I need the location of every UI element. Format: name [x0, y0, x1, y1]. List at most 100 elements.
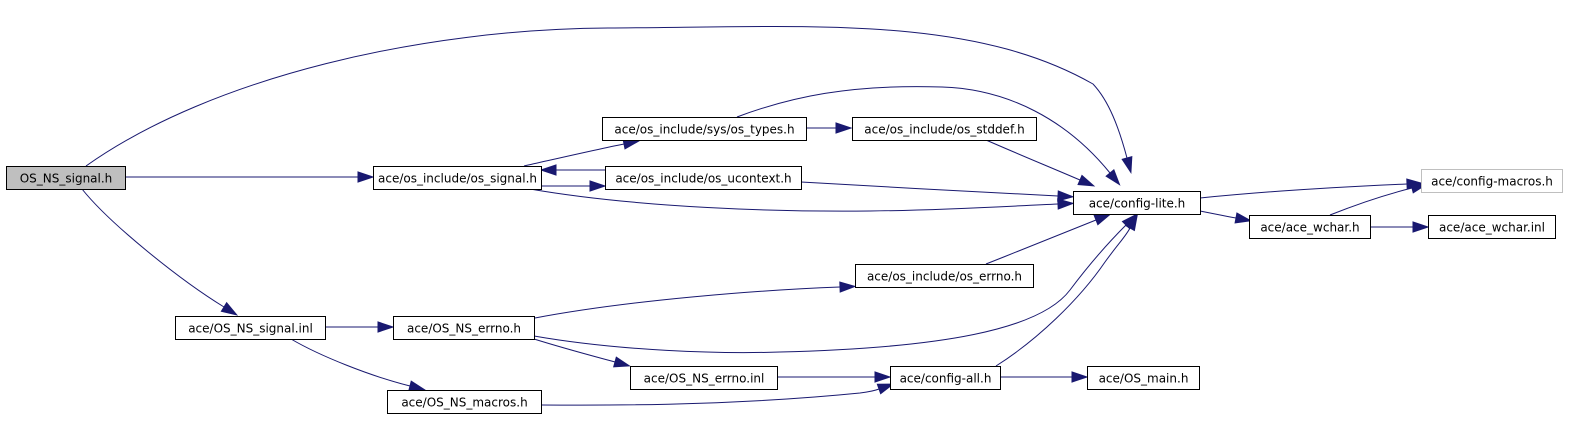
edge-line: [995, 227, 1131, 367]
edge-arrowhead: [1057, 198, 1075, 210]
edge-os_stddef_h-to-config_lite_h: [985, 139, 1096, 187]
edge-arrowhead: [1071, 371, 1089, 383]
node-box: [890, 366, 1001, 390]
edge-arrowhead: [839, 281, 857, 293]
edge-ace_wchar_h-to-config_macros_h: [1329, 182, 1429, 216]
edge-os_signal_h-to-config_lite_h: [529, 188, 1075, 212]
edge-line: [1199, 183, 1408, 199]
edge-os_signal_h-to-sys_os_types_h: [523, 138, 641, 167]
edge-ace_wchar_h-to-ace_wchar_inl: [1370, 221, 1430, 233]
node-box: [852, 117, 1037, 141]
edge-arrowhead: [377, 321, 395, 333]
edge-arrowhead: [835, 122, 853, 134]
edge-arrowhead: [1077, 174, 1096, 187]
edge-line: [540, 388, 880, 406]
edge-arrowhead: [874, 371, 892, 383]
edge-arrowhead: [1057, 190, 1075, 202]
node-ace-wchar-h[interactable]: ace/ace_wchar.h: [1249, 215, 1371, 239]
edge-os_ns_errno_inl-to-config_all_h: [777, 371, 892, 383]
edge-config_all_h-to-os_main_h: [1000, 371, 1089, 383]
node-os-stddef-h[interactable]: ace/os_include/os_stddef.h: [852, 117, 1037, 141]
edge-os_ns_signal_h-to-os_ns_signal_inl: [81, 188, 239, 316]
edge-os_ucontext_h-to-os_signal_h: [539, 164, 605, 176]
edge-arrowhead: [1234, 212, 1253, 224]
edge-os_ns_signal_h-to-config_lite_h: [85, 25, 1133, 175]
node-os-ucontext-h[interactable]: ace/os_include/os_ucontext.h: [605, 166, 802, 190]
edge-os_ns_signal_inl-to-os_ns_macros_h: [290, 338, 427, 392]
edge-arrowhead: [1121, 156, 1133, 175]
node-label: ace/config-lite.h: [1089, 197, 1186, 211]
edge-arrowhead: [1124, 213, 1139, 232]
node-box: [6, 166, 126, 190]
edge-line: [529, 188, 1059, 212]
edge-line: [1329, 187, 1413, 216]
edge-config_all_h-to-config_lite_h: [995, 213, 1139, 367]
node-os-signal-h[interactable]: ace/os_include/os_signal.h: [373, 166, 542, 190]
edge-line: [800, 181, 1059, 197]
node-box: [393, 316, 535, 340]
edge-os_signal_h-to-os_ucontext_h: [541, 180, 607, 192]
node-label: ace/ace_wchar.inl: [1439, 221, 1545, 235]
node-label: ace/OS_NS_signal.inl: [188, 322, 313, 336]
node-label: ace/os_include/sys/os_types.h: [614, 123, 794, 137]
edge-arrowhead: [408, 380, 427, 392]
node-label: ace/os_include/os_ucontext.h: [615, 172, 791, 186]
node-box: [175, 316, 326, 340]
edge-line: [85, 25, 1128, 167]
node-os-errno-h[interactable]: ace/os_include/os_errno.h: [855, 264, 1034, 288]
edge-line: [533, 224, 1127, 354]
node-box: [602, 117, 807, 141]
node-label: ace/os_include/os_signal.h: [378, 172, 537, 186]
edge-os_ucontext_h-to-config_lite_h: [800, 181, 1075, 202]
node-config-lite-h[interactable]: ace/config-lite.h: [1073, 191, 1201, 215]
node-os-ns-errno-inl[interactable]: ace/OS_NS_errno.inl: [630, 366, 778, 390]
edge-line: [736, 86, 1111, 174]
node-ace-wchar-inl[interactable]: ace/ace_wchar.inl: [1428, 215, 1556, 239]
node-label: OS_NS_signal.h: [20, 172, 113, 186]
edge-line: [523, 143, 625, 167]
graph-edges: [81, 25, 1430, 406]
node-sys-os-types-h[interactable]: ace/os_include/sys/os_types.h: [602, 117, 807, 141]
edge-sys_os_types_h-to-config_lite_h: [736, 86, 1121, 186]
node-os-ns-macros-h[interactable]: ace/OS_NS_macros.h: [387, 390, 542, 414]
node-label: ace/OS_main.h: [1099, 372, 1189, 386]
node-box: [1421, 169, 1563, 193]
edge-os_ns_signal_h-to-os_signal_h: [125, 171, 375, 183]
node-config-macros-h[interactable]: ace/config-macros.h: [1421, 169, 1563, 193]
edge-line: [534, 286, 841, 319]
node-os-ns-signal-h: OS_NS_signal.h: [6, 166, 126, 190]
node-box: [1249, 215, 1371, 239]
node-os-ns-errno-h[interactable]: ace/OS_NS_errno.h: [393, 316, 535, 340]
node-box: [630, 366, 778, 390]
node-box: [1428, 215, 1556, 239]
node-box: [1073, 191, 1201, 215]
edge-os_ns_signal_inl-to-os_ns_errno_h: [325, 321, 395, 333]
node-label: ace/config-macros.h: [1431, 175, 1553, 189]
edge-arrowhead: [876, 383, 895, 395]
node-label: ace/os_include/os_stddef.h: [864, 123, 1024, 137]
edge-line: [81, 188, 225, 308]
node-label: ace/ace_wchar.h: [1260, 221, 1359, 235]
edge-arrowhead: [613, 356, 632, 368]
node-label: ace/os_include/os_errno.h: [867, 270, 1022, 284]
node-box: [387, 390, 542, 414]
edge-line: [533, 338, 616, 363]
edge-os_ns_errno_h-to-os_ns_errno_inl: [533, 338, 632, 368]
edge-config_lite_h-to-config_macros_h: [1199, 178, 1424, 199]
node-label: ace/OS_NS_macros.h: [401, 396, 527, 410]
edge-config_lite_h-to-ace_wchar_h: [1199, 210, 1253, 224]
node-config-all-h[interactable]: ace/config-all.h: [890, 366, 1001, 390]
edge-os_errno_h-to-config_lite_h: [985, 213, 1112, 265]
edge-arrowhead: [220, 301, 239, 316]
node-box: [605, 166, 802, 190]
node-label: ace/config-all.h: [900, 372, 992, 386]
node-os-ns-signal-inl[interactable]: ace/OS_NS_signal.inl: [175, 316, 326, 340]
edge-line: [290, 338, 411, 387]
edge-os_ns_errno_h-to-config_lite_h: [533, 213, 1138, 354]
edge-arrowhead: [357, 171, 375, 183]
edge-line: [985, 219, 1097, 265]
node-os-main-h[interactable]: ace/OS_main.h: [1087, 366, 1200, 390]
node-box: [855, 264, 1034, 288]
node-label: ace/OS_NS_errno.inl: [644, 372, 765, 386]
